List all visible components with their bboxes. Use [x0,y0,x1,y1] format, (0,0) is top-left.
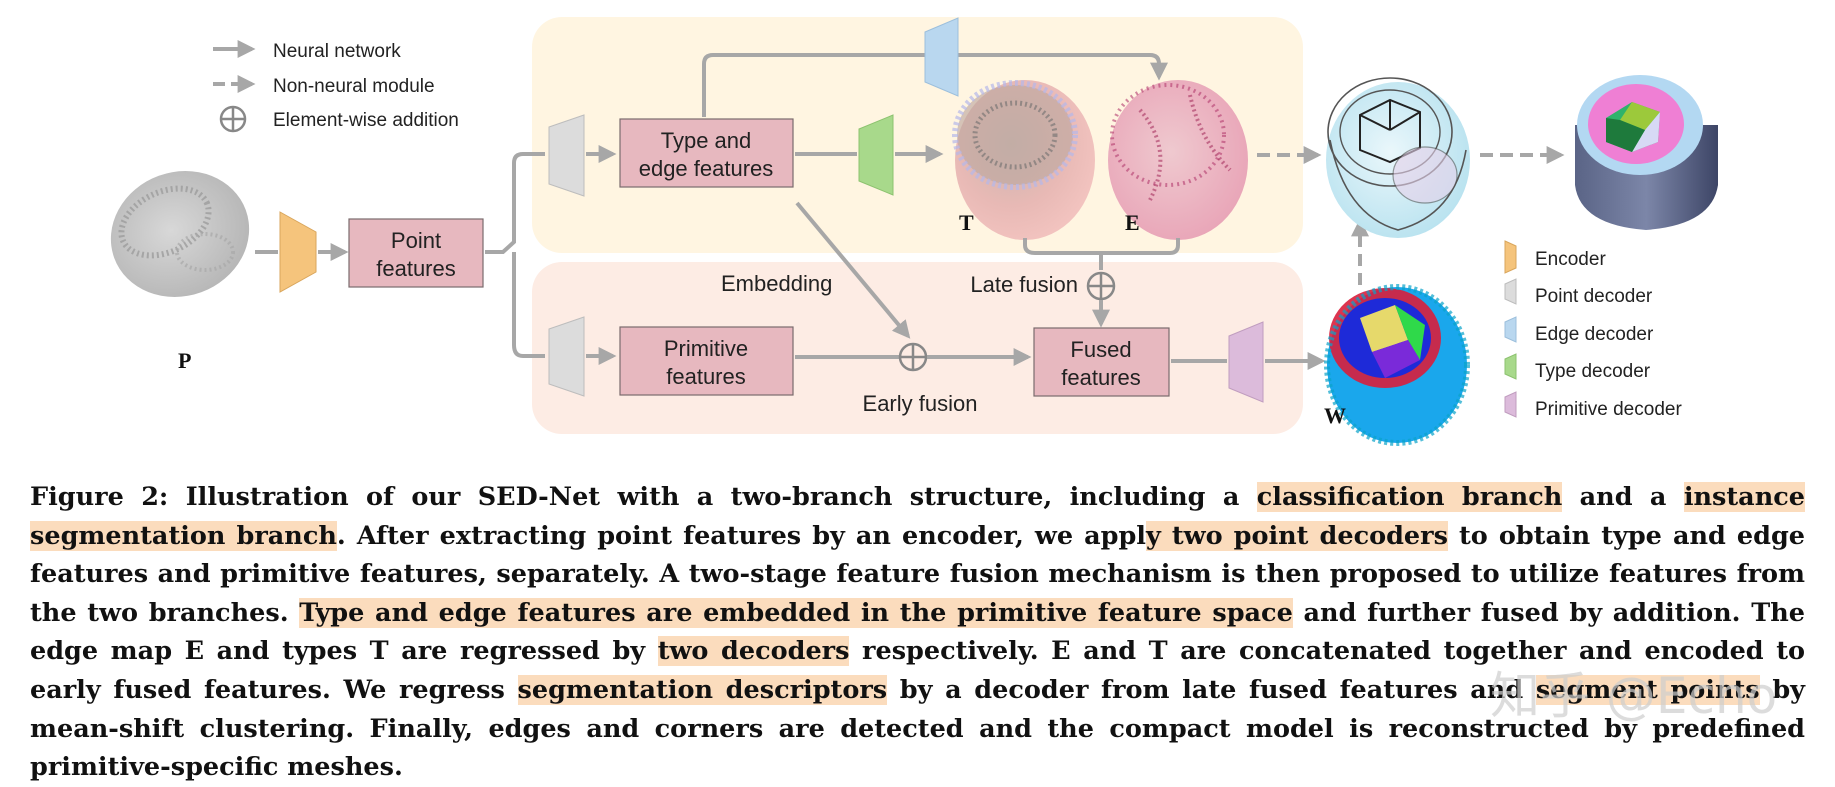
wireframe-reconstruction [1326,77,1470,238]
input-point-cloud [110,171,250,297]
caption-highlight: classification branch [1256,482,1563,512]
label-p: P [178,348,191,373]
figure-caption: Figure 2: Illustration of our SED-Net wi… [30,478,1805,787]
fused-features-line2: features [1061,365,1141,390]
caption-highlight: segmentation descriptors [517,674,888,705]
watermark: 知乎 @Echo [1490,667,1778,725]
caption-highlight: two decoders [657,636,850,667]
label-e: E [1125,210,1140,235]
late-fusion-plus-icon [1086,271,1116,301]
edge-point-cloud [1108,80,1248,240]
late-fusion-label: Late fusion [970,272,1078,297]
early-fusion-plus-icon [898,342,928,372]
primitive-features-line1: Primitive [664,336,748,361]
fused-features-box [1033,327,1170,397]
caption-segment: and a [1562,482,1684,512]
legend-element-wise-addition-label: Element-wise addition [273,110,459,131]
type-edge-features-box [619,118,794,188]
primitive-decoder-legend-icon [1504,391,1517,418]
point-features-box [348,218,484,288]
point-decoder-legend-icon [1504,278,1517,305]
sed-net-diagram: Neural network Non-neural module Element… [110,17,1718,446]
type-decoder-legend-icon [1504,353,1517,380]
type-decoder [858,114,894,196]
arrow-split-lower [512,252,545,358]
segmentation-point-cloud [1324,284,1470,446]
point-decoder-top [548,114,585,197]
caption-segment: to obtain type and edge features and pri… [30,520,1805,628]
point-decoder-bottom [548,316,585,397]
legend-type-decoder-label: Type decoder [1535,361,1651,382]
arrow-embedding [795,201,911,339]
legend-non-neural-module-label: Non-neural module [273,76,435,97]
embedding-label: Embedding [721,271,832,296]
legend-encoder-label: Encoder [1535,249,1606,270]
point-features-line1: Point [391,228,441,253]
encoder-trapezoid [279,211,317,293]
caption-highlight: y two point decoders [1145,520,1448,551]
arrow-split-trunk [485,152,545,254]
type-edge-features-line2: edge features [639,156,774,181]
type-point-cloud [952,80,1095,240]
primitive-decoder [1228,321,1264,403]
primitive-features-line2: features [666,364,746,389]
edge-decoder [924,17,959,97]
caption-segment: and further fused by addition. The edge … [30,597,1805,667]
caption-segment: . After extracting point features by an … [336,520,1146,551]
type-edge-features-line1: Type and [661,128,752,153]
encoder-legend-icon [1504,240,1517,274]
point-features-line2: features [376,256,456,281]
legend-point-decoder-label: Point decoder [1535,286,1653,307]
legend-right: Encoder Point decoder Edge decoder Type … [1504,240,1682,420]
legend-top: Neural network Non-neural module Element… [213,40,459,133]
classification-branch-bg [532,17,1303,253]
element-wise-addition-icon [219,105,247,133]
caption-highlight: Type and edge features are embedded in t… [299,597,1293,628]
caption-segment: Figure 2: Illustration of our SED-Net wi… [30,482,1257,512]
final-mesh [1575,75,1718,230]
edge-decoder-legend-icon [1504,316,1517,343]
caption-highlight: segment points [1535,674,1760,705]
label-t: T [959,210,974,235]
fused-features-line1: Fused [1070,337,1131,362]
label-w: W [1324,403,1346,428]
caption-segment: by a decoder from late fused features an… [887,674,1536,705]
legend-neural-network-label: Neural network [273,41,401,62]
legend-primitive-decoder-label: Primitive decoder [1535,399,1682,420]
primitive-features-box [619,326,794,396]
legend-edge-decoder-label: Edge decoder [1535,324,1654,345]
early-fusion-label: Early fusion [863,391,978,416]
caption-segment: respectively. E and T are concatenated t… [30,636,1805,705]
